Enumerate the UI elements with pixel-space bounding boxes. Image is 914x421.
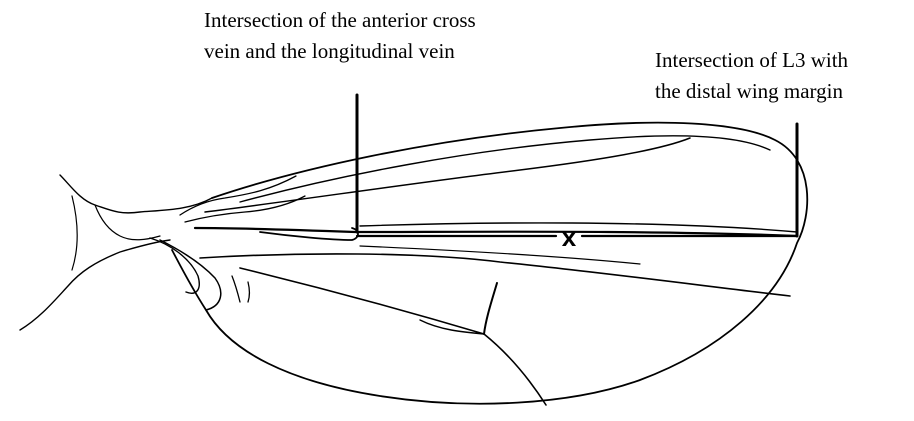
wing-hinge-lower [20,240,170,330]
posterior-cross-vein [484,283,497,334]
l3-vein-upper [360,223,797,232]
humeral-plate [180,176,296,215]
l2-vein [205,138,690,212]
basal-cell [160,240,221,310]
wing-hinge-notch [95,205,160,240]
wing-outline [172,123,807,404]
measurement-label: x [562,222,577,252]
basal-vein [232,276,240,302]
wing-hinge [60,175,212,213]
basal-vein-2 [248,282,250,302]
costal-vein [240,136,770,202]
humeral-plate-2 [185,196,305,222]
l5-vein [240,268,546,405]
wing-hinge-inner [72,196,77,270]
